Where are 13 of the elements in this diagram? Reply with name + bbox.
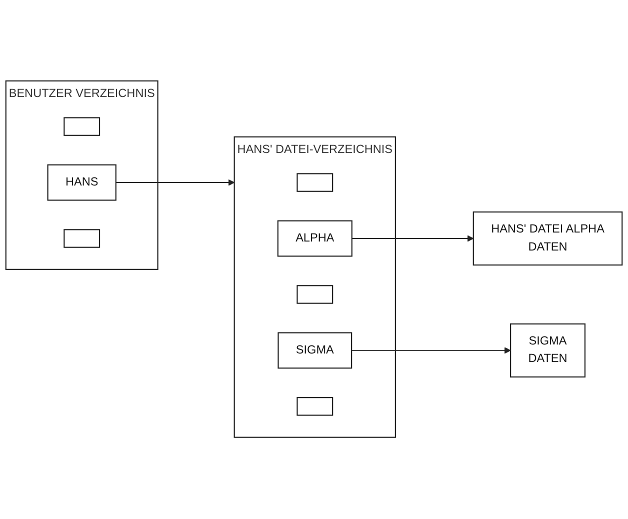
node-box: SIGMA [278, 332, 352, 370]
node-box: HANS' DATEI ALPHA DATEN [472, 212, 623, 266]
node-box [296, 174, 334, 192]
node-box [64, 230, 100, 248]
arrow [351, 236, 474, 242]
arrow [351, 348, 511, 354]
node-box: ALPHA [277, 220, 352, 258]
node-box: HANS [47, 164, 116, 202]
node-box [296, 285, 334, 304]
node-box [296, 397, 334, 416]
arrow [115, 180, 235, 186]
node-box [64, 118, 100, 136]
node-box: SIGMA DATEN [510, 324, 586, 378]
